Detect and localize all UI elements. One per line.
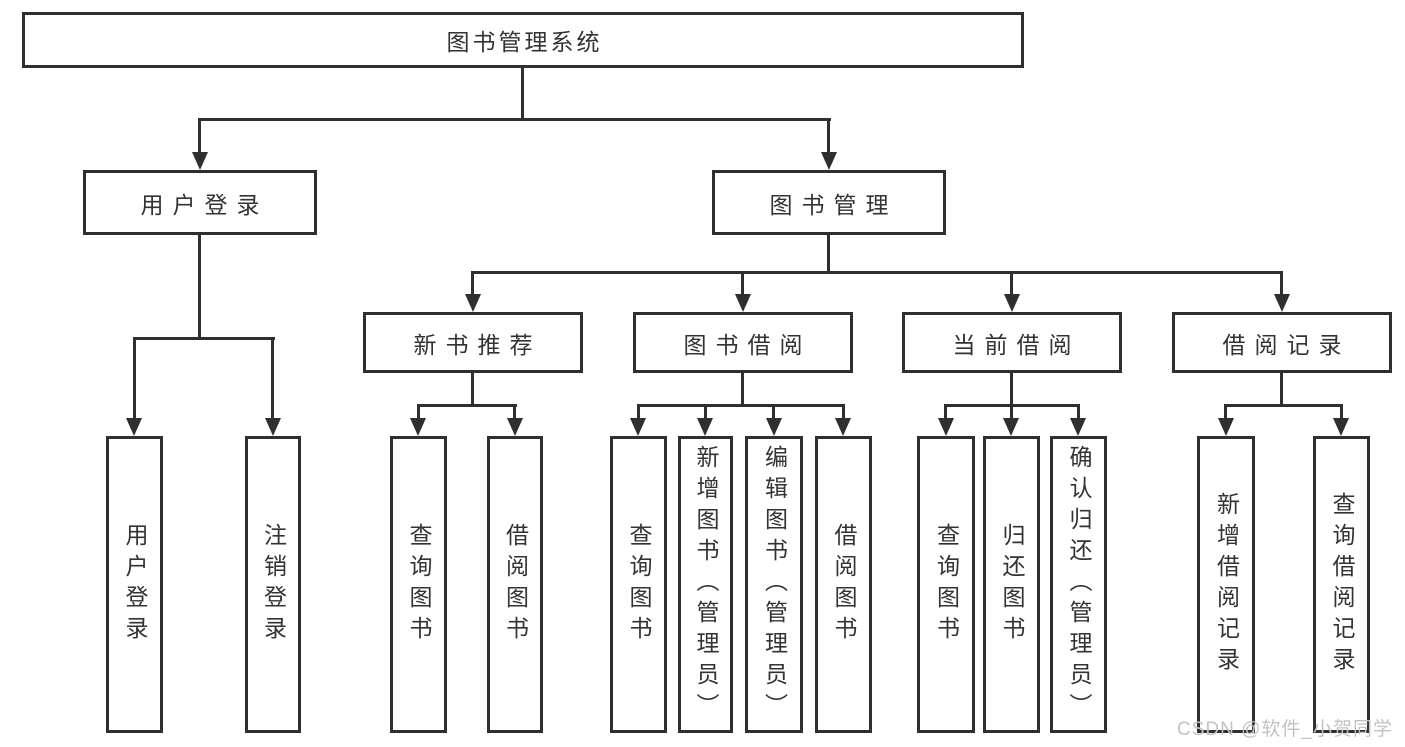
connector-line: [133, 337, 136, 420]
arrowhead-down-icon: [835, 418, 851, 436]
arrowhead-down-icon: [630, 418, 646, 436]
arrowhead-down-icon: [192, 152, 208, 170]
arrowhead-down-icon: [465, 294, 481, 312]
leaf-label: 借阅图书: [831, 522, 857, 647]
connector-line: [1010, 404, 1013, 420]
leaf-label: 注销登录: [260, 522, 287, 647]
arrowhead-down-icon: [265, 418, 281, 436]
connector-line: [842, 404, 845, 420]
leaf-label: 查询图书: [626, 522, 652, 647]
leaf-logout: 注销登录: [245, 436, 301, 733]
arrowhead-down-icon: [821, 152, 837, 170]
arrowhead-down-icon: [697, 418, 713, 436]
arrowhead-down-icon: [1274, 294, 1290, 312]
connector-line: [637, 404, 845, 407]
node-book-management: 图书管理: [712, 170, 946, 235]
watermark: CSDN @软件_小贺同学: [1177, 719, 1393, 740]
leaf-label: 查询图书: [933, 522, 960, 647]
connector-line: [417, 404, 420, 420]
node-current-borrowing: 当前借阅: [902, 312, 1122, 373]
node-borrowing-records: 借阅记录: [1172, 312, 1392, 373]
leaf-current-query-books: 查询图书: [917, 436, 975, 733]
leaf-label: 新增借阅记录: [1213, 491, 1240, 678]
leaf-label: 查询图书: [406, 522, 432, 647]
connector-line: [198, 118, 831, 121]
arrowhead-down-icon: [1333, 418, 1349, 436]
arrowhead-down-icon: [1004, 294, 1020, 312]
connector-line: [471, 271, 1283, 274]
leaf-current-confirm-return-admin: 确认归还（管理员）: [1050, 436, 1107, 733]
node-library-management-system: 图书管理系统: [22, 12, 1024, 68]
node-book-borrowing: 图书借阅: [633, 312, 853, 373]
connector-line: [1010, 373, 1013, 407]
connector-line: [741, 271, 744, 296]
connector-line: [1340, 404, 1343, 420]
leaf-records-add-borrow-record: 新增借阅记录: [1197, 436, 1255, 733]
leaf-borrowing-add-books-admin: 新增图书（管理员）: [678, 436, 733, 733]
leaf-label: 查询借阅记录: [1329, 491, 1355, 678]
connector-line: [741, 373, 744, 407]
leaf-label: 确认归还（管理员）: [1066, 445, 1092, 724]
connector-line: [417, 404, 517, 407]
connector-line: [827, 235, 830, 274]
connector-line: [521, 68, 524, 120]
connector-line: [271, 337, 274, 420]
connector-line: [944, 404, 947, 420]
leaf-current-return-books: 归还图书: [983, 436, 1040, 733]
connector-line: [1280, 271, 1283, 296]
node-new-book-recommendation: 新书推荐: [363, 312, 583, 373]
leaf-borrowing-query-books: 查询图书: [610, 436, 667, 733]
connector-line: [133, 337, 275, 340]
leaf-recommend-borrow-books: 借阅图书: [487, 436, 543, 733]
arrowhead-down-icon: [1003, 418, 1019, 436]
connector-line: [772, 404, 775, 420]
connector-line: [1010, 271, 1013, 296]
leaf-borrowing-edit-books-admin: 编辑图书（管理员）: [745, 436, 803, 733]
connector-line: [827, 118, 830, 154]
arrowhead-down-icon: [1070, 418, 1086, 436]
leaf-recommend-query-books: 查询图书: [390, 436, 447, 733]
arrowhead-down-icon: [1218, 418, 1234, 436]
leaf-label: 编辑图书（管理员）: [761, 445, 788, 724]
connector-line: [513, 404, 516, 420]
connector-line: [471, 271, 474, 296]
arrowhead-down-icon: [735, 294, 751, 312]
connector-line: [637, 404, 640, 420]
connector-line: [198, 118, 201, 154]
connector-line: [1224, 404, 1227, 420]
leaf-label: 借阅图书: [502, 522, 529, 647]
node-user-login: 用户登录: [83, 170, 317, 235]
leaf-user-login: 用户登录: [106, 436, 163, 733]
connector-line: [704, 404, 707, 420]
connector-line: [1077, 404, 1080, 420]
leaf-label: 归还图书: [999, 522, 1025, 647]
leaf-label: 新增图书（管理员）: [693, 445, 719, 724]
leaf-borrowing-borrow-books: 借阅图书: [815, 436, 872, 733]
arrowhead-down-icon: [410, 418, 426, 436]
connector-line: [198, 235, 201, 340]
leaf-records-query-borrow-record: 查询借阅记录: [1313, 436, 1370, 733]
arrowhead-down-icon: [507, 418, 523, 436]
arrowhead-down-icon: [126, 418, 142, 436]
leaf-label: 用户登录: [122, 522, 148, 647]
arrowhead-down-icon: [938, 418, 954, 436]
connector-line: [471, 373, 474, 407]
connector-line: [1224, 404, 1343, 407]
connector-line: [1280, 373, 1283, 407]
arrowhead-down-icon: [766, 418, 782, 436]
